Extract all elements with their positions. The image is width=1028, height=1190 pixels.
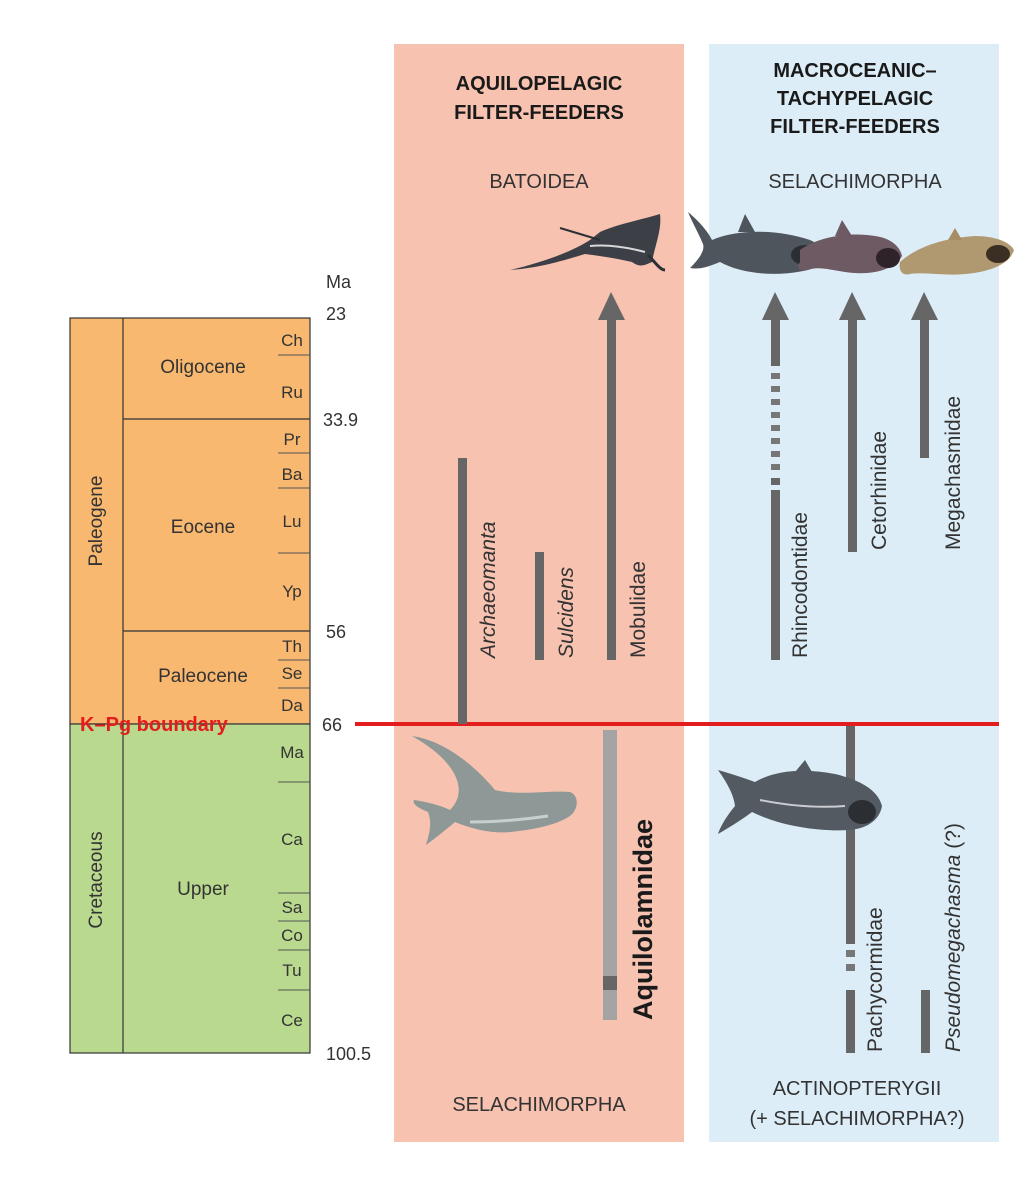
pseudomegachasma-range-bar <box>921 990 930 1053</box>
rhincodontidae-range-arrow <box>762 292 789 660</box>
megamouth-shark-icon <box>899 228 1014 275</box>
stage-label: Da <box>281 696 303 715</box>
pachycormidae-range-bar <box>846 726 855 1053</box>
stage-label: Ch <box>281 331 303 350</box>
aquilolamna-shark-icon <box>412 736 577 845</box>
stage-label: Pr <box>284 430 301 449</box>
epoch-label-upper: Upper <box>177 879 229 900</box>
cetorhinidae-range-arrow <box>839 292 866 552</box>
taxon-label-megachasmidae: Megachasmidae <box>942 396 965 550</box>
macroceanic-title-line2: TACHYPELAGIC <box>777 88 933 110</box>
stage-label: Lu <box>283 512 302 531</box>
cretaceous-block <box>69 723 311 1054</box>
stage-label: Sa <box>282 898 303 917</box>
taxon-label-archaeomanta: Archaeomanta <box>477 521 500 660</box>
macroceanic-bottom-group-line1: ACTINOPTERYGII <box>773 1078 942 1100</box>
macroceanic-title-line3: FILTER-FEEDERS <box>770 116 940 138</box>
stage-label: Ba <box>282 465 303 484</box>
age-label: 33.9 <box>323 410 358 430</box>
stage-label: Co <box>281 926 303 945</box>
stage-label: Yp <box>282 582 302 601</box>
taxon-label-cetorhinidae: Cetorhinidae <box>868 431 891 550</box>
age-label: 66 <box>322 715 342 735</box>
period-label-cretaceous: Cretaceous <box>86 831 107 928</box>
aquilopelagic-top-group: BATOIDEA <box>489 171 589 193</box>
manta-ray-icon <box>510 214 666 272</box>
macroceanic-bottom-group-line2: (+ SELACHIMORPHA?) <box>749 1108 964 1130</box>
stage-label: Th <box>282 637 302 656</box>
epoch-label-oligocene: Oligocene <box>160 357 246 378</box>
stage-label: Ce <box>281 1011 303 1030</box>
aquilolamnidae-range-bar <box>603 730 617 1020</box>
archaeomanta-range-bar <box>458 458 467 724</box>
pachycormid-fish-icon <box>718 760 882 834</box>
stage-label: Ma <box>280 743 304 762</box>
age-label: 100.5 <box>326 1044 371 1064</box>
period-label-paleogene: Paleogene <box>86 476 107 567</box>
megachasmidae-range-arrow <box>911 292 938 458</box>
taxon-label-sulcidens: Sulcidens <box>555 566 578 658</box>
taxon-label-mobulidae: Mobulidae <box>627 561 650 658</box>
kpg-boundary-label: K–Pg boundary <box>80 714 229 736</box>
unit-label: Ma <box>326 272 352 292</box>
sulcidens-range-bar <box>535 552 544 660</box>
stage-label: Se <box>282 664 303 683</box>
epoch-label-paleocene: Paleocene <box>158 666 248 687</box>
stage-label: Ru <box>281 383 303 402</box>
taxon-label-pseudomegachasma: Pseudomegachasma(?) <box>942 823 965 1052</box>
stage-label: Tu <box>282 961 301 980</box>
taxon-label-pachycormidae: Pachycormidae <box>864 907 887 1052</box>
age-label: 23 <box>326 304 346 324</box>
timescale <box>69 317 311 1054</box>
taxon-label-rhincodontidae: Rhincodontidae <box>789 512 812 658</box>
paleogene-block <box>69 317 311 725</box>
age-label: 56 <box>326 622 346 642</box>
macroceanic-column-bg <box>709 44 999 1142</box>
taxon-label-aquilolamnidae: Aquilolamnidae <box>628 819 658 1020</box>
epoch-label-eocene: Eocene <box>171 517 235 538</box>
aquilopelagic-title-line2: FILTER-FEEDERS <box>454 102 624 124</box>
macroceanic-top-group: SELACHIMORPHA <box>768 171 942 193</box>
basking-shark-icon <box>798 220 902 274</box>
stage-label: Ca <box>281 830 303 849</box>
mobulidae-range-arrow <box>598 292 625 660</box>
macroceanic-title-line1: MACROCEANIC– <box>773 60 936 82</box>
aquilopelagic-bottom-group: SELACHIMORPHA <box>452 1094 626 1116</box>
aquilopelagic-title-line1: AQUILOPELAGIC <box>456 73 623 95</box>
